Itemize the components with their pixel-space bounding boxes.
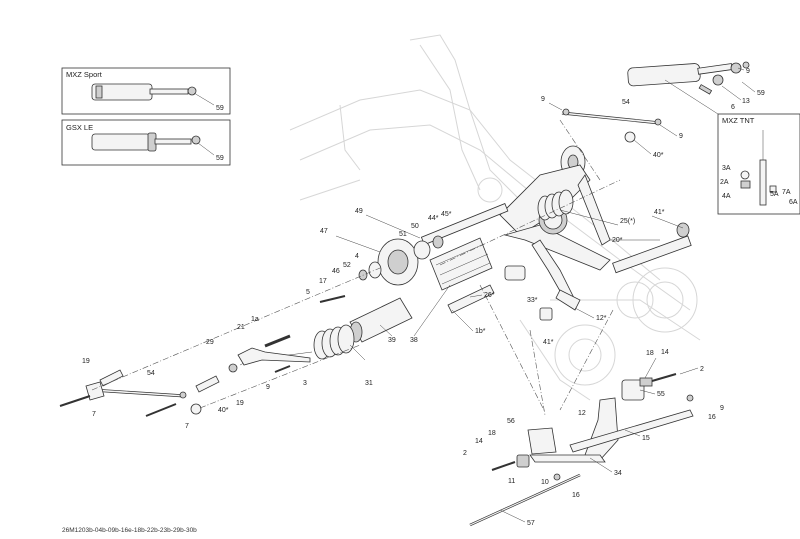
callout-labels: 9 59 13 6 9 54 9 40* 49 44* 45* 51 50 47… (82, 68, 765, 527)
callout-12: 12 (578, 410, 586, 417)
callout-7: 7 (92, 411, 96, 418)
leader-lines (335, 67, 756, 523)
inset-title: GSX LE (66, 123, 93, 132)
callout-16: 16 (708, 414, 716, 421)
callout-14: 14 (661, 349, 669, 356)
inset-mxz-tnt: MXZ TNT 3A 2A 4A 5A 7A 6A (717, 113, 800, 215)
idler-wheel-left (319, 235, 444, 303)
callout-6: 6 (731, 104, 735, 111)
callout-7a: 7A (782, 189, 791, 196)
callout-18: 18 (488, 430, 496, 437)
callout-40: 40* (653, 152, 664, 159)
callout-5: 5 (306, 289, 310, 296)
callout-16: 16 (572, 492, 580, 499)
callout-51: 51 (399, 231, 407, 238)
callout-9: 9 (679, 133, 683, 140)
callout-5a: 5A (770, 191, 779, 198)
rod-19-lower (99, 369, 220, 393)
callout-19: 19 (236, 400, 244, 407)
callout-3a: 3A (722, 165, 731, 172)
callout-29: 29 (206, 339, 214, 346)
callout-17: 17 (319, 278, 327, 285)
bracket-26 (504, 265, 581, 321)
shock-absorber-top (627, 61, 750, 115)
axle-20 (612, 222, 692, 274)
callout-34: 34 (614, 470, 622, 477)
callout-2a: 2A (720, 179, 729, 186)
callout-9: 9 (541, 96, 545, 103)
callout-26: 26* (484, 292, 495, 299)
callout-50: 50 (411, 223, 419, 230)
callout-59: 59 (216, 105, 224, 112)
lower-bracket-assembly (469, 373, 694, 527)
callout-10: 10 (541, 479, 549, 486)
callout-41: 41* (654, 209, 665, 216)
inset-mxz-sport: MXZ Sport 59 (61, 67, 231, 115)
callout-56: 56 (507, 418, 515, 425)
rod-54-lower (59, 381, 202, 417)
callout-55: 55 (657, 391, 665, 398)
callout-38: 38 (410, 337, 418, 344)
rod-1b (447, 284, 495, 314)
callout-59: 59 (757, 90, 765, 97)
callout-59: 59 (216, 155, 224, 162)
callout-12: 12* (596, 315, 607, 322)
drawing-code: 26M1203b-04b-09b-16e-18b-22b-23b-29b-30b (62, 527, 197, 534)
rod-54-upper (561, 108, 662, 143)
callout-54: 54 (622, 99, 630, 106)
tube-39 (349, 297, 413, 343)
callout-4: 4 (355, 253, 359, 260)
callout-54: 54 (147, 370, 155, 377)
callout-25: 25(*) (620, 218, 635, 225)
callout-31: 31 (365, 380, 373, 387)
callout-19: 19 (82, 358, 90, 365)
callout-2: 2 (700, 366, 704, 373)
callout-40: 40* (218, 407, 229, 414)
callout-2: 2 (463, 450, 467, 457)
callout-1b: 1b* (475, 328, 486, 335)
callout-14: 14 (475, 438, 483, 445)
callout-45: 45* (441, 211, 452, 218)
callout-20: 20* (612, 237, 623, 244)
inset-title: MXZ TNT (722, 116, 755, 125)
callout-47: 47 (320, 228, 328, 235)
callout-7: 7 (185, 423, 189, 430)
torsion-spring-31 (239, 324, 366, 366)
callout-52: 52 (343, 262, 351, 269)
callout-6a: 6A (789, 199, 798, 206)
callout-9: 9 (720, 405, 724, 412)
callout-44: 44* (428, 215, 439, 222)
callout-13: 13 (742, 98, 750, 105)
callout-57: 57 (527, 520, 535, 527)
callout-11: 11 (508, 478, 515, 485)
callout-9: 9 (266, 384, 270, 391)
callout-33: 33* (527, 297, 538, 304)
callout-15: 15 (642, 435, 650, 442)
callout-18: 18 (646, 350, 654, 357)
inset-title: MXZ Sport (66, 70, 103, 79)
callout-1a: 1a (251, 316, 259, 323)
callout-49: 49 (355, 208, 363, 215)
center-lines (91, 119, 621, 416)
ghost-frame (289, 34, 701, 401)
torsion-spring-upper (537, 189, 574, 221)
inset-gsx-le: GSX LE 59 (61, 119, 231, 166)
callout-39: 39 (388, 337, 396, 344)
lever-29 (228, 334, 311, 373)
callout-9: 9 (746, 68, 750, 75)
callout-46: 46 (332, 268, 340, 275)
callout-21: 21 (237, 324, 245, 331)
callout-41: 41* (543, 339, 554, 346)
callout-3: 3 (303, 380, 307, 387)
splined-shaft-38 (429, 237, 493, 291)
callout-4a: 4A (722, 193, 731, 200)
